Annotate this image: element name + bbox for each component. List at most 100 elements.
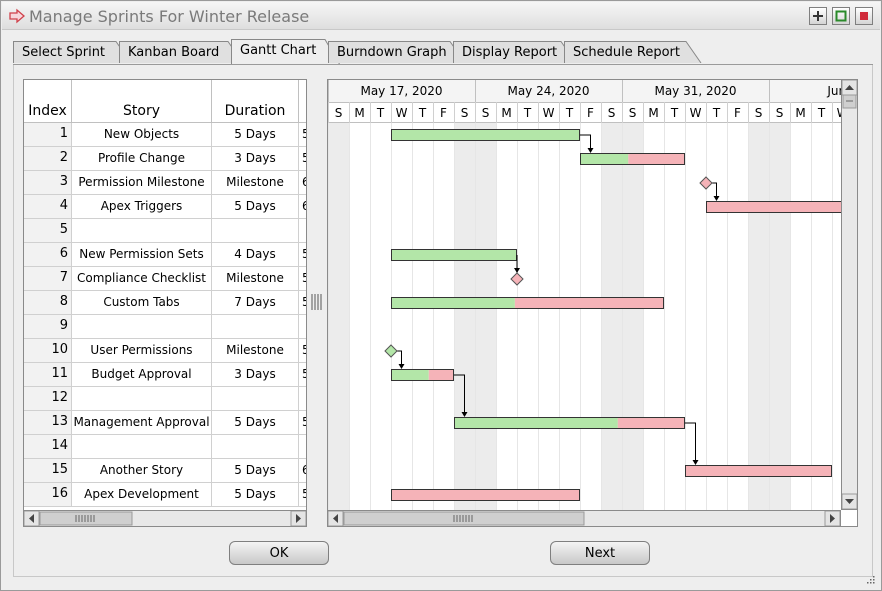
week-label: May 17, 2020 — [360, 84, 442, 98]
col-story-cell: Management Approval — [72, 411, 212, 435]
gantt-vertical-scrollbar[interactable] — [841, 79, 858, 510]
col-index-cell: 16 — [24, 483, 72, 507]
tab-label: Schedule Report — [573, 45, 680, 60]
tab-schedule-report[interactable]: Schedule Report — [564, 41, 702, 63]
weekend-column — [601, 123, 622, 510]
progress-remaining — [685, 465, 832, 477]
day-label: W — [837, 106, 842, 120]
day-label: T — [817, 106, 826, 120]
progress-done — [580, 153, 629, 165]
col-duration-cell: Milestone — [212, 171, 299, 195]
tab-kanban-board[interactable]: Kanban Board — [119, 41, 244, 63]
col-story-cell: New Permission Sets — [72, 243, 212, 267]
week-label: May 24, 2020 — [507, 84, 589, 98]
col-duration-cell: Milestone — [212, 339, 299, 363]
scroll-left-icon — [327, 510, 344, 527]
task-bar — [391, 297, 664, 309]
col-story-cell: Profile Change — [72, 147, 212, 171]
dependency-arrow-icon — [587, 148, 594, 153]
day-label: W — [690, 106, 702, 120]
day-label: M — [648, 106, 658, 120]
col-story-cell: Apex Triggers — [72, 195, 212, 219]
col-start-cell: 5/20 — [299, 243, 306, 267]
col-story-cell: Budget Approval — [72, 363, 212, 387]
tab-divider — [13, 64, 873, 65]
dependency-link — [712, 182, 717, 196]
col-story-cell: Custom Tabs — [72, 291, 212, 315]
close-icon[interactable] — [855, 7, 873, 25]
table-row[interactable]: 9 — [24, 315, 306, 339]
dependency-arrow-icon — [398, 364, 405, 369]
dependency-arrow-icon — [461, 412, 468, 417]
col-start-cell: 6/4 — [299, 195, 306, 219]
col-story-cell: New Objects — [72, 123, 212, 147]
title-bar[interactable]: Manage Sprints For Winter Release — [2, 2, 880, 30]
scroll-thumb — [343, 511, 585, 526]
table-row[interactable]: 12 — [24, 387, 306, 411]
resize-grip-icon[interactable] — [865, 574, 875, 584]
scroll-thumb — [39, 511, 133, 526]
table-row[interactable]: 14 — [24, 435, 306, 459]
weekend-column — [748, 123, 769, 510]
add-window-icon[interactable] — [809, 7, 827, 25]
col-story-cell: Permission Milestone — [72, 171, 212, 195]
day-label: W — [396, 106, 408, 120]
day-label: W — [543, 106, 555, 120]
table-row[interactable]: 5 — [24, 219, 306, 243]
tab-burndown-graph[interactable]: Burndown Graph — [328, 41, 466, 63]
col-story-cell — [72, 435, 212, 459]
table-horizontal-scrollbar[interactable] — [23, 510, 307, 527]
dependency-arrow-icon — [514, 268, 520, 273]
week-label: Jun 7 — [826, 84, 842, 98]
progress-remaining — [706, 201, 842, 213]
col-story-header[interactable]: Story — [72, 80, 212, 123]
weekend-column — [769, 123, 790, 510]
weekend-column — [475, 123, 496, 510]
col-start-header[interactable]: S — [299, 80, 306, 123]
split-pane-handle[interactable] — [310, 292, 322, 312]
day-label: T — [523, 106, 532, 120]
day-label: S — [629, 106, 637, 120]
col-index-cell: 12 — [24, 387, 72, 411]
weekend-column — [328, 123, 349, 510]
col-story-cell — [72, 315, 212, 339]
col-duration-header[interactable]: Duration — [212, 80, 299, 123]
window-title: Manage Sprints For Winter Release — [29, 7, 310, 26]
tab-select-sprint[interactable]: Select Sprint — [13, 41, 132, 63]
col-duration-cell: 5 Days — [212, 459, 299, 483]
dependency-link — [397, 350, 402, 364]
progress-done — [391, 369, 429, 381]
arrow-right-icon — [9, 8, 25, 24]
scroll-up-icon — [841, 79, 858, 96]
col-index-header[interactable]: Index — [24, 80, 72, 123]
col-start-cell: 5/20 — [299, 339, 306, 363]
col-duration-cell: 5 Days — [212, 195, 299, 219]
tab-display-report[interactable]: Display Report — [453, 41, 577, 63]
week-header — [328, 80, 842, 102]
day-label: M — [354, 106, 364, 120]
col-index-cell: 11 — [24, 363, 72, 387]
tab-gantt-chart[interactable]: Gantt Chart — [231, 39, 341, 65]
next-button[interactable]: Next — [550, 541, 650, 565]
gantt-horizontal-scrollbar[interactable] — [327, 510, 841, 527]
dependency-link — [685, 422, 696, 460]
day-label: S — [335, 106, 343, 120]
col-duration-cell: 5 Days — [212, 411, 299, 435]
ok-button[interactable]: OK — [229, 541, 329, 565]
maximize-icon[interactable] — [832, 7, 850, 25]
col-index-cell: 7 — [24, 267, 72, 291]
task-bar — [580, 153, 685, 165]
day-label: T — [670, 106, 679, 120]
